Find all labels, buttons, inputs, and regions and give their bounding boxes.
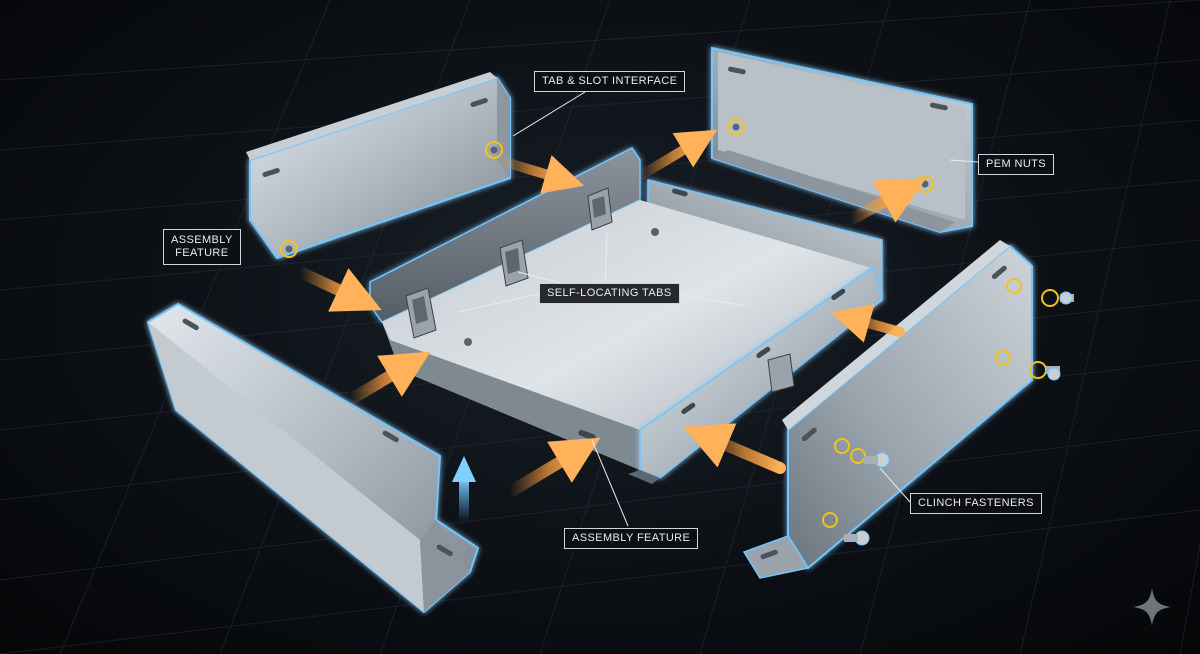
sparkle-icon	[1133, 588, 1171, 626]
self-locating-tab	[587, 187, 613, 231]
top-left-side-panel	[246, 72, 511, 260]
callout-tab-slot-interface: TAB & SLOT INTERFACE	[534, 71, 686, 92]
clinch-fasteners	[844, 289, 1074, 546]
screw	[844, 530, 870, 546]
callout-assembly-feature-left: ASSEMBLY FEATURE	[163, 229, 241, 265]
bottom-left-side-panel	[146, 302, 480, 614]
upward-arrow	[452, 456, 476, 522]
self-locating-tab	[767, 353, 795, 393]
pem-nut-ring	[727, 118, 745, 136]
screw	[1029, 361, 1061, 381]
callout-text-line1: ASSEMBLY	[171, 234, 233, 246]
callout-pem-nuts: PEM NUTS	[978, 154, 1055, 175]
assembly-arrows	[294, 129, 927, 498]
self-locating-tab	[499, 239, 529, 287]
callout-assembly-feature-bottom: ASSEMBLY FEATURE	[564, 528, 699, 549]
screw	[1041, 289, 1074, 307]
callout-text: CLINCH FASTENERS	[918, 497, 1034, 509]
callout-text: PEM NUTS	[986, 158, 1047, 170]
callout-text: TAB & SLOT INTERFACE	[542, 75, 678, 87]
callout-text-line2: FEATURE	[175, 247, 229, 259]
self-locating-tab	[405, 287, 437, 339]
callout-self-locating-tabs: SELF-LOCATING TABS	[539, 283, 680, 304]
callout-text: SELF-LOCATING TABS	[547, 287, 672, 299]
screw	[864, 452, 890, 468]
pem-nut-ring	[280, 240, 298, 258]
callout-clinch-fasteners: CLINCH FASTENERS	[910, 493, 1042, 514]
callout-text: ASSEMBLY FEATURE	[572, 532, 691, 544]
top-right-side-panel	[711, 46, 973, 234]
